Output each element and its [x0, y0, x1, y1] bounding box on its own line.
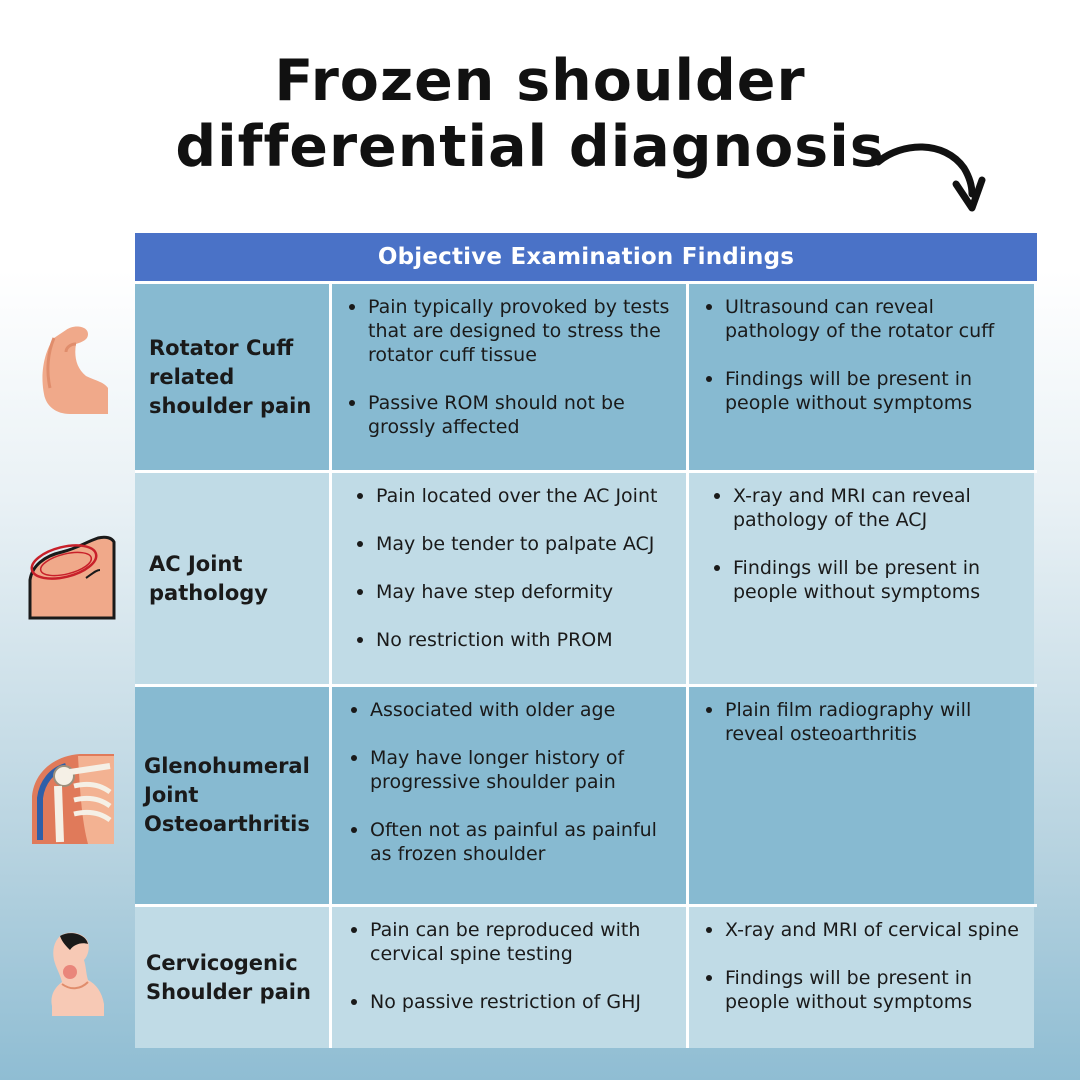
imaging-findings-cell: X-ray and MRI of cervical spine Findings…	[689, 907, 1034, 1048]
imaging-findings-cell: Ultrasound can reveal pathology of the r…	[689, 284, 1034, 470]
exam-findings-cell: Pain located over the AC Joint May be te…	[332, 473, 689, 684]
finding-item: X-ray and MRI can reveal pathology of th…	[707, 484, 1024, 532]
condition-name: Glenohumeral Joint Osteoarthritis	[135, 687, 332, 904]
finding-item: Findings will be present in people witho…	[707, 556, 1024, 604]
title-line-1: Frozen shoulder	[274, 48, 806, 114]
table-row-cervicogenic: Cervicogenic Shoulder pain Pain can be r…	[135, 904, 1037, 1048]
finding-item: May have step deformity	[350, 580, 676, 604]
table-row-glenohumeral-oa: Glenohumeral Joint Osteoarthritis Associ…	[135, 684, 1037, 904]
flexed-arm-icon	[42, 326, 108, 414]
table-header: Objective Examination Findings	[135, 233, 1037, 281]
shoulder-skeleton-icon	[32, 754, 114, 844]
finding-item: Often not as painful as painful as froze…	[344, 818, 676, 866]
page-title: Frozen shoulder differential diagnosis	[0, 48, 1080, 180]
finding-item: Findings will be present in people witho…	[699, 966, 1024, 1014]
finding-item: Pain can be reproduced with cervical spi…	[344, 918, 676, 966]
finding-item: No passive restriction of GHJ	[344, 990, 676, 1014]
exam-findings-cell: Pain can be reproduced with cervical spi…	[332, 907, 689, 1048]
condition-name: Rotator Cuff related shoulder pain	[135, 284, 332, 470]
finding-item: Associated with older age	[344, 698, 676, 722]
condition-name: AC Joint pathology	[135, 473, 332, 684]
finding-item: Findings will be present in people witho…	[699, 367, 1024, 415]
exam-findings-cell: Associated with older age May have longe…	[332, 687, 689, 904]
shoulder-ac-joint-icon	[28, 535, 116, 620]
finding-item: Pain typically provoked by tests that ar…	[342, 295, 676, 367]
finding-item: Passive ROM should not be grossly affect…	[342, 391, 676, 439]
finding-item: Ultrasound can reveal pathology of the r…	[699, 295, 1024, 343]
table-row-ac-joint: AC Joint pathology Pain located over the…	[135, 470, 1037, 684]
imaging-findings-cell: X-ray and MRI can reveal pathology of th…	[689, 473, 1034, 684]
finding-item: May be tender to palpate ACJ	[350, 532, 676, 556]
differential-diagnosis-table: Objective Examination Findings Rotator C…	[135, 233, 1037, 1048]
finding-item: May have longer history of progressive s…	[344, 746, 676, 794]
finding-item: Plain film radiography will reveal osteo…	[699, 698, 1024, 746]
neck-pain-icon	[51, 932, 104, 1016]
finding-item: X-ray and MRI of cervical spine	[699, 918, 1024, 942]
title-line-2: differential diagnosis	[175, 114, 885, 180]
finding-item: Pain located over the AC Joint	[350, 484, 676, 508]
table-row-rotator-cuff: Rotator Cuff related shoulder pain Pain …	[135, 281, 1037, 470]
imaging-findings-cell: Plain film radiography will reveal osteo…	[689, 687, 1034, 904]
curved-arrow-icon	[874, 143, 986, 212]
exam-findings-cell: Pain typically provoked by tests that ar…	[332, 284, 689, 470]
finding-item: No restriction with PROM	[350, 628, 676, 652]
condition-name: Cervicogenic Shoulder pain	[135, 907, 332, 1048]
